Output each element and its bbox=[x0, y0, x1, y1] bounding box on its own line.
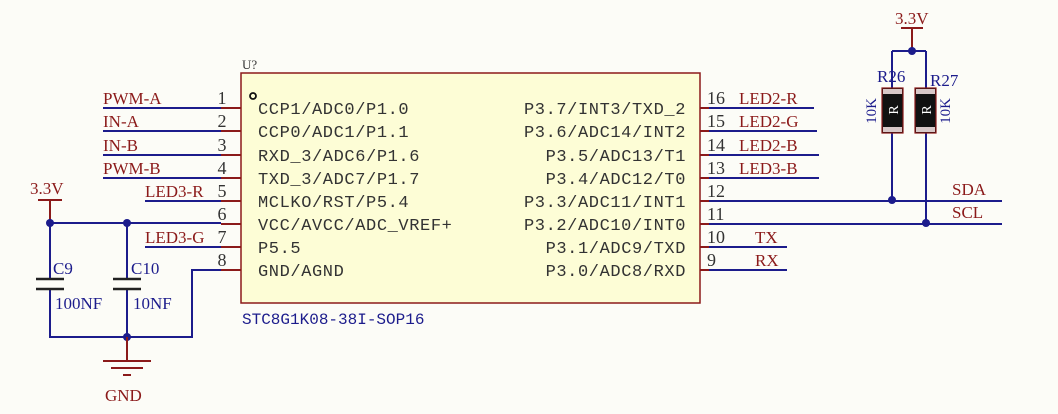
pin-number: 10 bbox=[707, 227, 725, 247]
pin-number: 1 bbox=[218, 88, 227, 108]
pin-name: CCP0/ADC1/P1.1 bbox=[258, 124, 409, 143]
pin-name: P5.5 bbox=[258, 240, 301, 259]
pin-name: P3.5/ADC13/T1 bbox=[546, 148, 686, 167]
gnd-label: GND bbox=[105, 386, 142, 405]
pin-name: RXD_3/ADC6/P1.6 bbox=[258, 148, 420, 167]
pin-name: MCLKO/RST/P5.4 bbox=[258, 194, 409, 213]
junction bbox=[46, 219, 54, 227]
chip-designator: U? bbox=[242, 57, 257, 72]
pin-number: 8 bbox=[218, 250, 227, 270]
net-label: LED2-R bbox=[739, 89, 798, 108]
resistor-value: 10K bbox=[938, 98, 954, 124]
net-label: LED3-B bbox=[739, 159, 798, 178]
decoupling-wires bbox=[49, 222, 221, 360]
resistor-r26[interactable]: R R26 10K bbox=[864, 67, 905, 134]
pin-number: 16 bbox=[707, 88, 725, 108]
pin-name: VCC/AVCC/ADC_VREF+ bbox=[258, 217, 452, 236]
pin-name: P3.6/ADC14/INT2 bbox=[524, 124, 686, 143]
net-label: LED2-B bbox=[739, 136, 798, 155]
pin-number: 11 bbox=[707, 204, 724, 224]
pin-name: P3.2/ADC10/INT0 bbox=[524, 217, 686, 236]
junction bbox=[908, 47, 916, 55]
resistor-value: 10K bbox=[864, 98, 880, 124]
net-label: LED3-R bbox=[145, 182, 204, 201]
power-label: 3.3V bbox=[30, 179, 64, 198]
cap-value: 10NF bbox=[133, 294, 172, 313]
net-label: IN-A bbox=[103, 112, 140, 131]
pin-number: 12 bbox=[707, 181, 725, 201]
cap-ref: C10 bbox=[131, 259, 159, 278]
pin-number: 9 bbox=[707, 250, 716, 270]
resistor-r27[interactable]: R R27 10K bbox=[914, 71, 959, 134]
chip-pin-7[interactable]: 7P5.5 LED3-G bbox=[145, 227, 301, 259]
pin-name: TXD_3/ADC7/P1.7 bbox=[258, 171, 420, 190]
pin-name: P3.7/INT3/TXD_2 bbox=[524, 101, 686, 120]
pin-number: 2 bbox=[218, 111, 227, 131]
pin1-marker bbox=[249, 92, 257, 100]
pin-number: 5 bbox=[218, 181, 227, 201]
pin-name: P3.4/ADC12/T0 bbox=[546, 171, 686, 190]
pin-number: 7 bbox=[218, 227, 227, 247]
power-label: 3.3V bbox=[895, 9, 929, 28]
net-label: TX bbox=[755, 228, 778, 247]
pin-number: 14 bbox=[707, 135, 725, 155]
capacitor-c10[interactable]: C10 10NF bbox=[113, 259, 172, 313]
cap-ref: C9 bbox=[53, 259, 73, 278]
net-label: PWM-B bbox=[103, 159, 161, 178]
pin-name: P3.3/ADC11/INT1 bbox=[524, 194, 686, 213]
pin-number: 13 bbox=[707, 158, 725, 178]
power-3v3-left: 3.3V bbox=[30, 179, 64, 223]
pin-name: P3.1/ADC9/TXD bbox=[546, 240, 686, 259]
net-label-sda: SDA bbox=[952, 180, 987, 199]
junction bbox=[123, 219, 131, 227]
net-label: LED2-G bbox=[739, 112, 798, 131]
resistor-body-label: R bbox=[887, 105, 902, 115]
chip-pin-9[interactable]: 9P3.0/ADC8/RXD RX bbox=[546, 250, 787, 282]
resistor-ref: R27 bbox=[930, 71, 959, 90]
pin-number: 6 bbox=[218, 204, 227, 224]
chip-part-number: STC8G1K08-38I-SOP16 bbox=[242, 311, 424, 329]
junction bbox=[888, 196, 896, 204]
pin-number: 3 bbox=[218, 135, 227, 155]
net-label: LED3-G bbox=[145, 228, 204, 247]
pin-name: CCP1/ADC0/P1.0 bbox=[258, 101, 409, 120]
pin-name: P3.0/ADC8/RXD bbox=[546, 263, 686, 282]
net-label: IN-B bbox=[103, 136, 138, 155]
resistor-ref: R26 bbox=[877, 67, 905, 86]
net-label-scl: SCL bbox=[952, 203, 983, 222]
net-label: PWM-A bbox=[103, 89, 162, 108]
pin-number: 15 bbox=[707, 111, 725, 131]
junction bbox=[922, 219, 930, 227]
capacitor-c9[interactable]: C9 100NF bbox=[36, 259, 102, 313]
power-3v3-right: 3.3V bbox=[895, 9, 929, 51]
chip-body[interactable] bbox=[240, 72, 701, 304]
resistor-body-label: R bbox=[920, 105, 935, 115]
net-label: RX bbox=[755, 251, 779, 270]
ground-symbol: GND bbox=[103, 337, 151, 405]
cap-value: 100NF bbox=[55, 294, 102, 313]
pin-number: 4 bbox=[218, 158, 227, 178]
pin-name: GND/AGND bbox=[258, 263, 344, 282]
